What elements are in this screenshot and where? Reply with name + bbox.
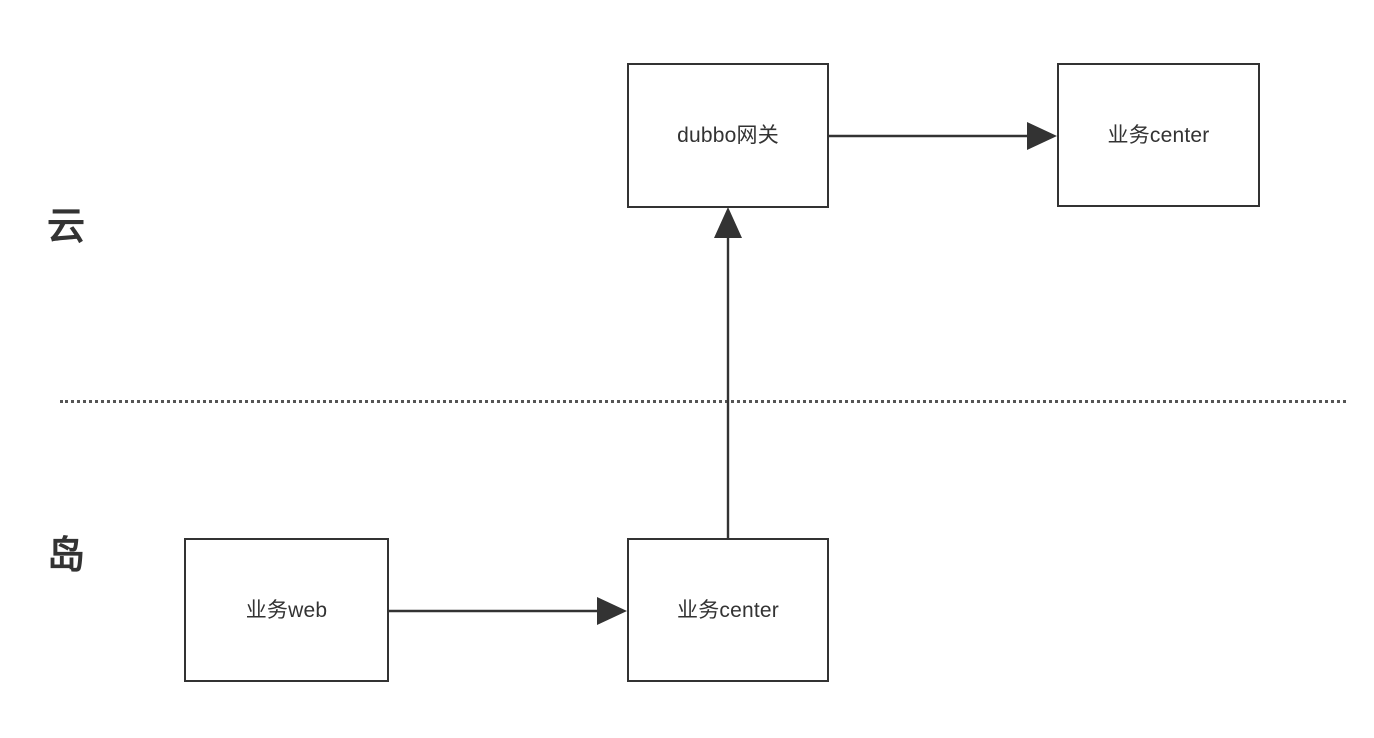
- node-cloud-business-center[interactable]: 业务center: [1057, 63, 1260, 207]
- node-label-cloud-business-center: 业务center: [1107, 123, 1210, 147]
- node-label-island-business-web: 业务web: [245, 598, 328, 622]
- arrowhead-web-to-island-center: [597, 597, 627, 625]
- zone-label-cloud: 云: [47, 206, 86, 248]
- node-label-island-business-center: 业务center: [677, 598, 779, 622]
- zone-label-island: 岛: [47, 535, 86, 577]
- node-label-dubbo-gateway: dubbo网关: [677, 124, 779, 147]
- cloud-island-divider: [60, 400, 1346, 403]
- node-island-business-center[interactable]: 业务center: [627, 538, 829, 682]
- node-island-business-web[interactable]: 业务web: [184, 538, 389, 682]
- arrowhead-gateway-to-cloud-center: [1027, 122, 1057, 150]
- arrowhead-island-center-to-gateway: [714, 207, 742, 238]
